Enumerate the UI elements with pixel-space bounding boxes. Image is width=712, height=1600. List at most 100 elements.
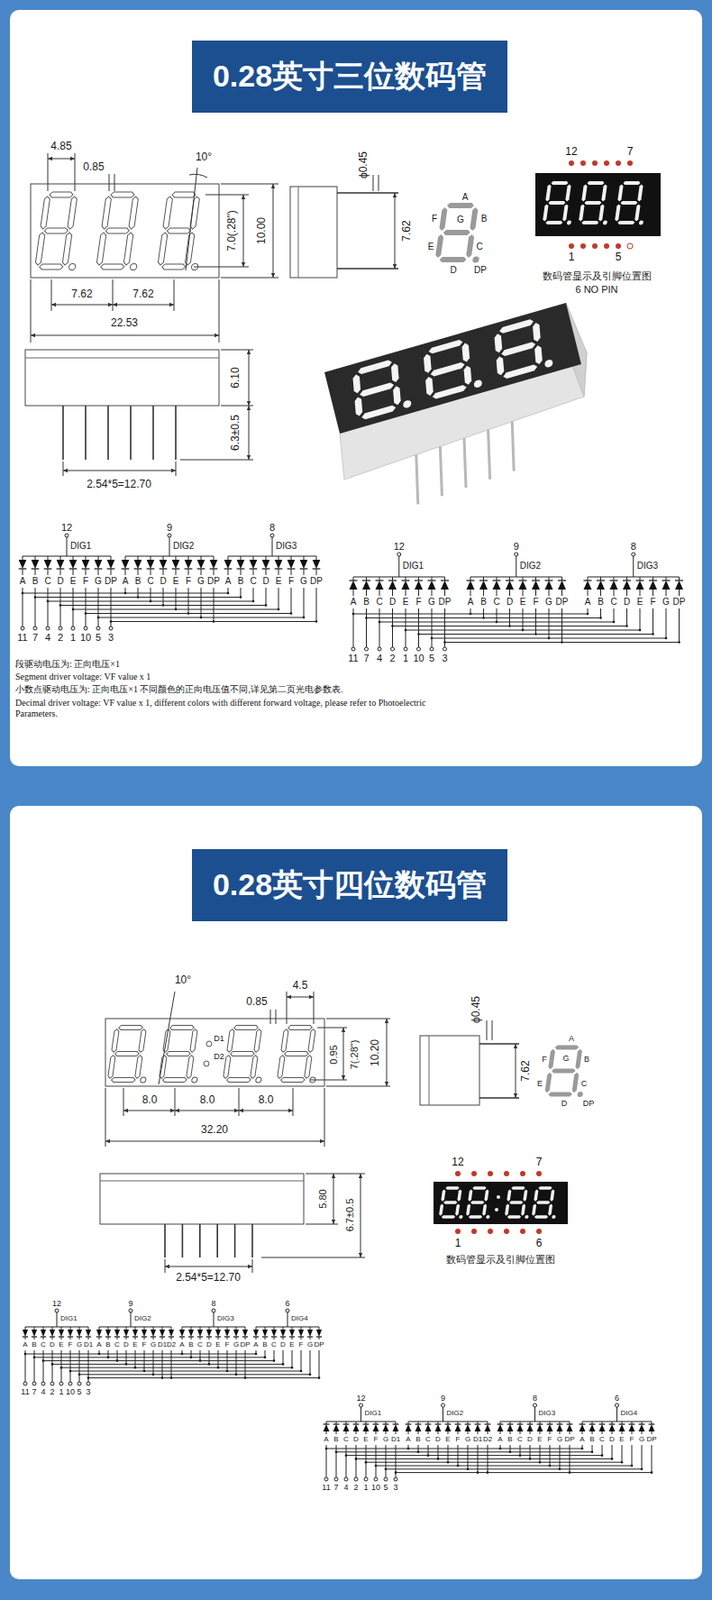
leader-line bbox=[114, 173, 116, 192]
led-diode bbox=[383, 1423, 390, 1424]
seven-segment-digit bbox=[613, 181, 649, 225]
wire bbox=[25, 1336, 27, 1340]
segment-label: G bbox=[300, 575, 308, 587]
dimension-label: 10° bbox=[174, 974, 192, 987]
pin-terminal bbox=[58, 626, 63, 630]
dimension-line bbox=[105, 1141, 325, 1142]
segment-label: C bbox=[146, 575, 154, 587]
pin-number: 11 bbox=[17, 631, 28, 644]
segment-label: F bbox=[185, 575, 192, 587]
pin-terminal bbox=[285, 1308, 290, 1313]
wire bbox=[600, 608, 602, 619]
wire bbox=[278, 556, 280, 560]
led-diode bbox=[556, 1424, 564, 1432]
pin-number: 8 bbox=[210, 1298, 216, 1308]
pin-lead bbox=[479, 1042, 520, 1045]
wire bbox=[316, 556, 318, 560]
wire bbox=[135, 1350, 137, 1368]
led-diode bbox=[622, 580, 631, 590]
digit-label: DIG1 bbox=[365, 1408, 383, 1417]
wire bbox=[356, 1444, 357, 1478]
digit-label: DIG2 bbox=[447, 1408, 465, 1417]
digit-segment bbox=[637, 184, 644, 202]
led-diode bbox=[121, 559, 130, 569]
wire bbox=[99, 1326, 101, 1330]
segment-label: F bbox=[225, 1340, 230, 1349]
digit-segment bbox=[357, 358, 393, 375]
wire bbox=[22, 556, 111, 557]
wire bbox=[163, 556, 165, 560]
digit-segment bbox=[233, 1025, 258, 1031]
led-diode bbox=[537, 1423, 544, 1424]
led-diode bbox=[388, 580, 397, 590]
wire bbox=[66, 537, 68, 557]
pin-dot bbox=[580, 160, 586, 166]
wire bbox=[431, 589, 433, 596]
bus-wire bbox=[392, 625, 628, 627]
wire bbox=[631, 1444, 633, 1466]
led-diode bbox=[527, 1423, 534, 1424]
pin-number: 9 bbox=[440, 1393, 446, 1403]
digit-segment bbox=[469, 207, 479, 231]
segment-label: D bbox=[449, 264, 457, 276]
led-display bbox=[535, 173, 661, 237]
led-diode bbox=[271, 1329, 277, 1337]
wire bbox=[310, 1336, 311, 1340]
bus-wire bbox=[61, 1367, 293, 1369]
led-diode bbox=[466, 579, 475, 581]
digit-segment bbox=[163, 196, 174, 229]
digit-segment bbox=[157, 232, 168, 265]
wire bbox=[375, 1444, 377, 1478]
led-diode bbox=[168, 1329, 174, 1337]
dimension-arrow bbox=[169, 302, 174, 307]
dimension-arrow bbox=[112, 302, 118, 307]
dimension-line bbox=[333, 1173, 335, 1224]
digit-segment bbox=[547, 200, 566, 205]
decimal-point bbox=[458, 1214, 464, 1219]
led-diode bbox=[333, 1424, 340, 1432]
led-diode bbox=[401, 579, 411, 581]
digit-segment bbox=[100, 264, 125, 270]
leader-line bbox=[173, 279, 175, 311]
led-diode bbox=[547, 1424, 554, 1432]
dimension-line bbox=[394, 192, 396, 269]
leader-line bbox=[326, 1018, 391, 1020]
digit-segment bbox=[391, 362, 400, 384]
dimension-label: 7.62 bbox=[520, 1059, 533, 1081]
pin-number: 2 bbox=[57, 631, 64, 644]
pin-number: 11 bbox=[321, 1482, 330, 1492]
segment-label: DP bbox=[583, 1098, 595, 1108]
wire bbox=[428, 1431, 430, 1434]
wire bbox=[496, 589, 498, 596]
led-diode bbox=[49, 1329, 55, 1337]
led-diode bbox=[375, 580, 384, 590]
wire bbox=[47, 568, 49, 576]
dimension-arrow bbox=[358, 1252, 363, 1258]
led-diode bbox=[557, 580, 566, 590]
pin-lead bbox=[164, 1223, 166, 1258]
dimension-line bbox=[51, 304, 113, 306]
wire bbox=[126, 1326, 128, 1330]
wire bbox=[236, 1326, 238, 1330]
wire bbox=[73, 556, 74, 560]
wire bbox=[135, 1326, 137, 1330]
dimension-label: 10.00 bbox=[255, 217, 269, 245]
pin-number: 6 bbox=[284, 1298, 290, 1308]
led-diode bbox=[648, 580, 658, 590]
wire bbox=[264, 1336, 266, 1340]
led-diode bbox=[215, 1329, 221, 1337]
pin-dot bbox=[520, 1228, 526, 1234]
seven-segment-digit bbox=[158, 1025, 205, 1084]
pin-dot bbox=[568, 243, 575, 249]
wire bbox=[292, 1326, 293, 1330]
led-diode bbox=[675, 579, 684, 581]
dimension-label: 8.0 bbox=[200, 1094, 216, 1107]
seven-segment-digit bbox=[465, 1186, 494, 1219]
wire bbox=[319, 1326, 320, 1330]
wire bbox=[52, 1326, 54, 1330]
wire bbox=[200, 556, 202, 560]
segment-label: F bbox=[374, 1434, 379, 1443]
digit-segment bbox=[547, 1049, 556, 1070]
segment-label: B bbox=[105, 1340, 110, 1349]
led-diode bbox=[388, 579, 397, 581]
